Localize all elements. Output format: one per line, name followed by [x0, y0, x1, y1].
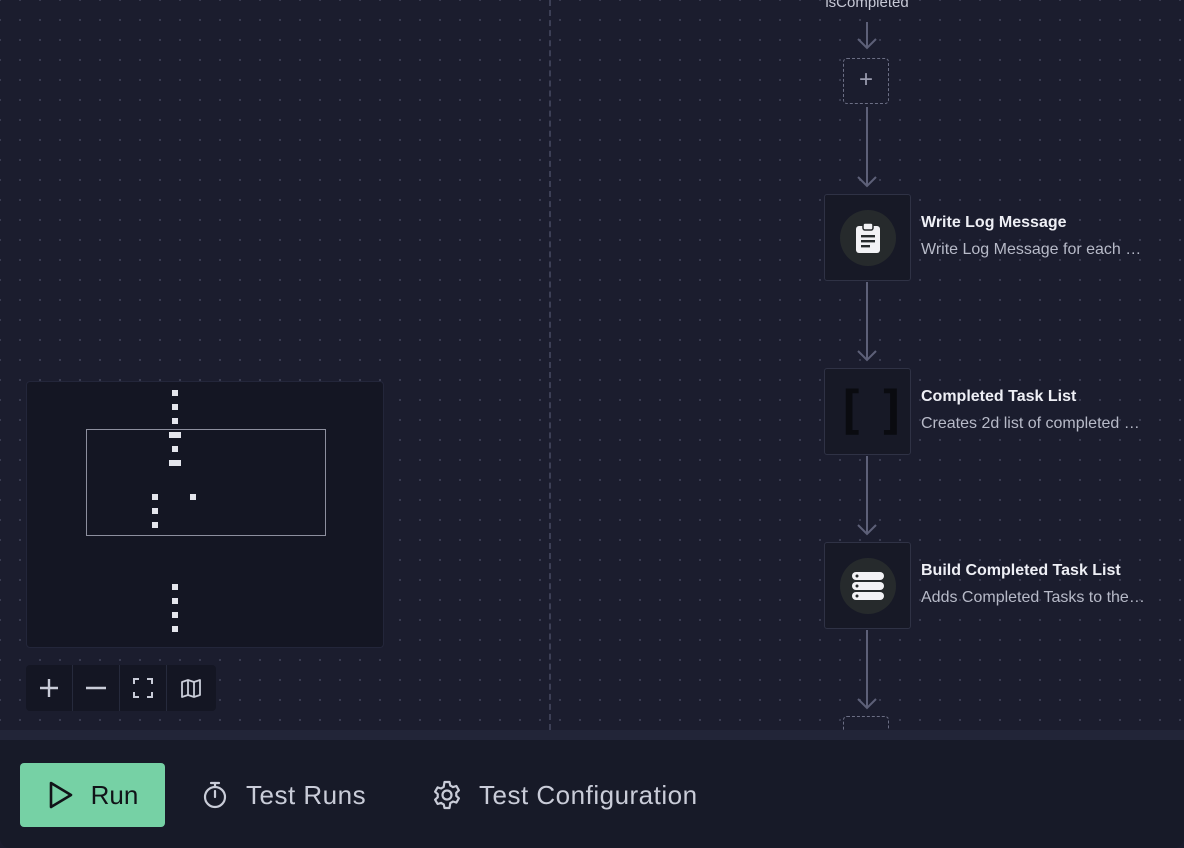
icon-circle	[840, 210, 896, 266]
test-runs-label: Test Runs	[246, 779, 367, 810]
zoom-controls	[26, 665, 216, 711]
clipboard-icon	[856, 222, 880, 253]
gear-icon	[434, 780, 460, 810]
map-icon	[180, 679, 201, 698]
minimap-node	[172, 612, 178, 618]
toggle-minimap-button[interactable]	[167, 665, 214, 711]
minimap-node	[172, 404, 178, 410]
run-button-label: Run	[90, 779, 139, 810]
minimap-node	[172, 626, 178, 632]
minimap-node	[152, 508, 158, 514]
bottom-toolbar: Run Test Runs Test Configuration	[0, 730, 1184, 848]
stopwatch-icon	[203, 781, 227, 809]
node-description: Creates 2d list of completed …	[921, 415, 1140, 432]
node-completed-task-list[interactable]: [] Completed Task List Creates 2d list o…	[824, 368, 1184, 456]
fit-view-icon	[133, 678, 153, 698]
node-icon-box	[824, 194, 911, 281]
test-configuration-tab[interactable]: Test Configuration	[431, 770, 698, 820]
icon-circle	[840, 558, 896, 614]
minimap[interactable]	[26, 381, 384, 648]
edge-label: isCompleted	[825, 0, 909, 11]
arrow-head	[857, 350, 877, 362]
node-title: Write Log Message	[921, 214, 1067, 231]
bottom-toolbar-inner: Run Test Runs Test Configuration	[0, 740, 1184, 848]
node-icon-box: []	[824, 368, 911, 455]
run-button[interactable]: Run	[20, 763, 165, 827]
add-step-button[interactable]: +	[843, 58, 889, 104]
play-icon	[49, 781, 72, 809]
brackets-icon: []	[835, 381, 918, 441]
node-title: Build Completed Task List	[921, 562, 1121, 579]
workflow-canvas[interactable]: isCompleted + Write Log Message Write Lo…	[0, 0, 1184, 730]
node-title: Completed Task List	[921, 388, 1077, 405]
zoom-in-button[interactable]	[26, 665, 73, 711]
test-runs-tab[interactable]: Test Runs	[200, 770, 366, 820]
minimap-node	[152, 522, 158, 528]
arrow-head	[857, 38, 877, 50]
zoom-out-button[interactable]	[73, 665, 120, 711]
minimap-node	[172, 446, 178, 452]
minimap-node	[152, 494, 158, 500]
arrow-head	[857, 698, 877, 710]
test-configuration-label: Test Configuration	[479, 779, 698, 810]
add-step-button-partial[interactable]	[843, 716, 889, 730]
branch-divider	[549, 0, 551, 730]
zoom-in-icon	[40, 679, 58, 697]
connector-lines	[857, 22, 877, 710]
node-description: Write Log Message for each …	[921, 241, 1142, 258]
minimap-viewport[interactable]	[86, 429, 326, 536]
node-icon-box	[824, 542, 911, 629]
minimap-node	[169, 432, 181, 438]
fit-view-button[interactable]	[120, 665, 167, 711]
arrow-head	[857, 176, 877, 188]
minimap-node	[172, 598, 178, 604]
minimap-node	[172, 418, 178, 424]
zoom-out-icon	[86, 686, 106, 690]
node-description: Adds Completed Tasks to the…	[921, 589, 1145, 606]
node-write-log-message[interactable]: Write Log Message Write Log Message for …	[824, 194, 1184, 282]
arrow-head	[857, 524, 877, 536]
node-build-completed-task-list[interactable]: Build Completed Task List Adds Completed…	[824, 542, 1184, 630]
minimap-node	[169, 460, 181, 466]
minimap-node	[172, 584, 178, 590]
minimap-node	[172, 390, 178, 396]
stack-icon	[852, 572, 884, 600]
minimap-node	[190, 494, 196, 500]
